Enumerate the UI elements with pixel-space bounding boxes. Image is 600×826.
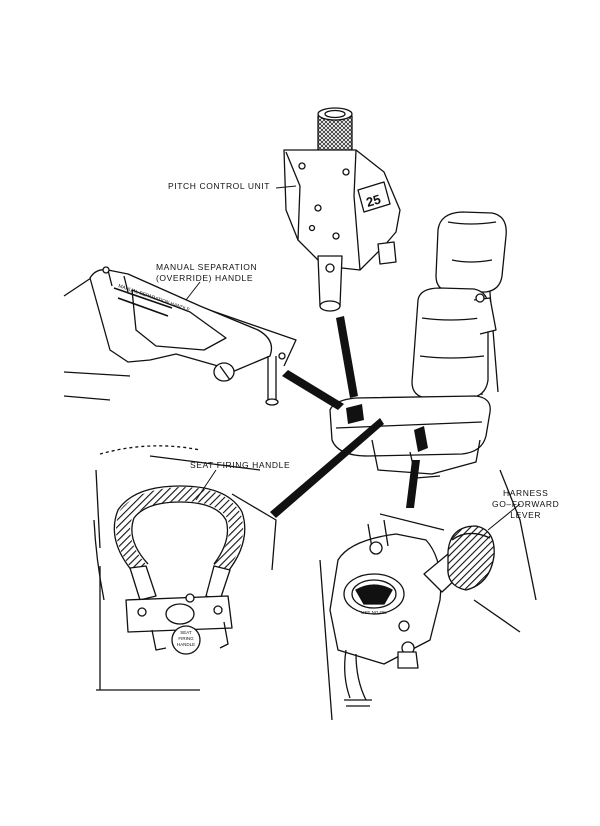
harness-go-forward-lever	[319, 469, 537, 721]
leader-manual-separation	[185, 281, 201, 301]
leader-pcu	[275, 185, 297, 189]
pointer-pcu	[336, 316, 358, 398]
label-harness-line3: LEVER	[510, 510, 542, 520]
ejection-seat	[329, 211, 507, 479]
label-leader-lines	[185, 185, 521, 531]
label-harness-line1: HARNESS	[503, 488, 549, 498]
seat-firing-tag-line1: SEAT	[180, 630, 192, 635]
pcu-dial-number: 25	[364, 191, 382, 209]
manual-separation-handle	[63, 266, 297, 406]
label-seat-firing-handle: SEAT FIRING HANDLE	[190, 460, 291, 470]
label-manual-separation-line2: (OVERRIDE) HANDLE	[156, 273, 254, 283]
pointer-seat-firing	[270, 418, 384, 518]
leader-harness	[487, 503, 521, 531]
pitch-control-unit	[283, 107, 401, 312]
label-harness-go-forward-lever: HARNESS GO–FORWARD LEVER	[492, 488, 559, 521]
gauge-text: USE NO OIL	[361, 610, 387, 615]
seat-lever-location	[414, 426, 428, 452]
seat-pcu-location	[346, 404, 364, 424]
seat-firing-tag-line2: FIRING	[178, 636, 194, 641]
pointer-harness-lever	[406, 460, 420, 508]
label-manual-separation-line1: MANUAL SEPARATION	[156, 262, 258, 272]
seat-firing-handle	[93, 445, 277, 691]
pointer-manual-separation	[282, 370, 344, 410]
callout-pointers	[270, 316, 420, 518]
seat-firing-tag-line3: HANDLE	[177, 642, 195, 647]
leader-seat-firing	[195, 469, 217, 501]
label-manual-separation-handle: MANUAL SEPARATION (OVERRIDE) HANDLE	[156, 262, 257, 284]
label-harness-line2: GO–FORWARD	[492, 499, 560, 509]
label-pitch-control-unit: PITCH CONTROL UNIT	[168, 181, 271, 191]
